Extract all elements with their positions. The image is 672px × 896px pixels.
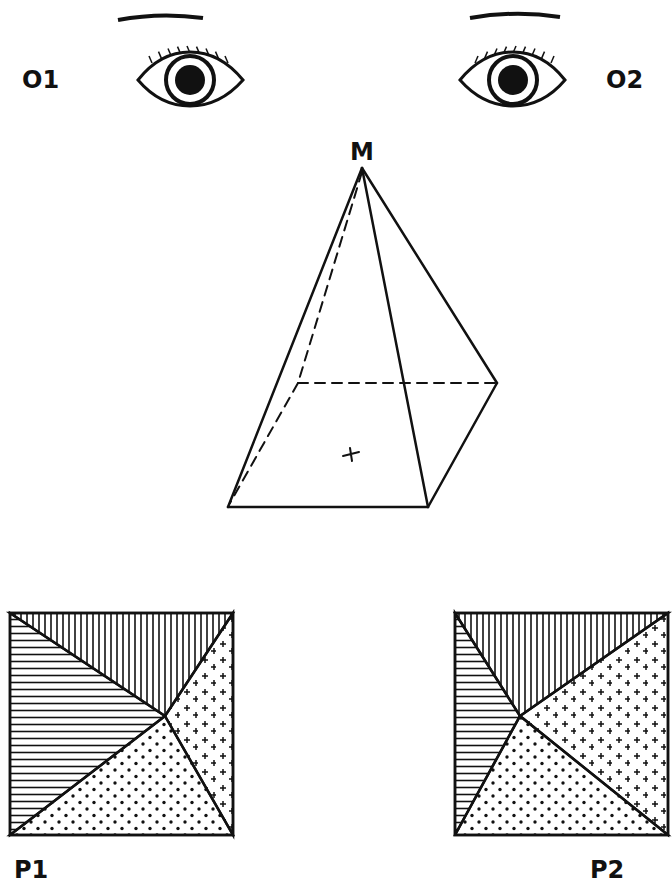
eye-label: O2	[606, 68, 643, 92]
projection-p1	[10, 613, 233, 835]
apex-label: M	[350, 140, 374, 164]
projection-label: P1	[14, 858, 48, 882]
projection-p2	[455, 613, 668, 835]
left-eye	[138, 52, 243, 106]
eye-label: O1	[22, 68, 59, 92]
pyramid	[228, 168, 497, 507]
right-eye	[460, 52, 565, 106]
projection-label: P2	[590, 858, 624, 882]
